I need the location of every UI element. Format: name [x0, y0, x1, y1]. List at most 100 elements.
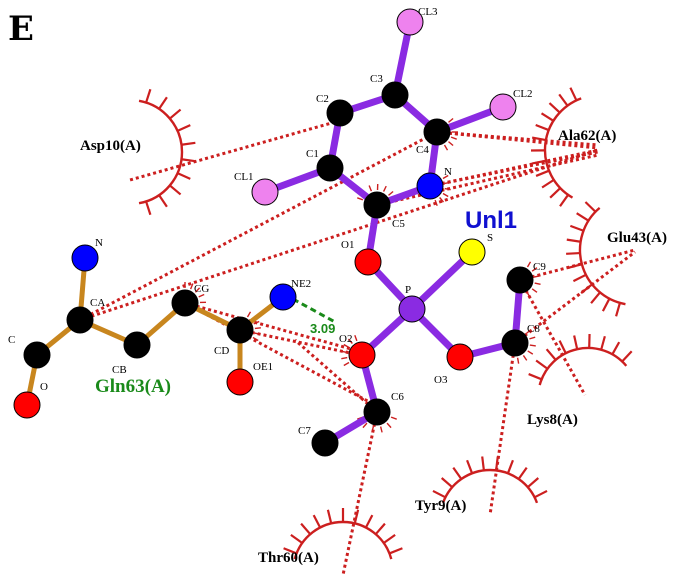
atom-spoke	[531, 267, 538, 272]
arc-spoke	[569, 224, 584, 232]
arc-spoke	[145, 201, 152, 216]
arc-spoke	[169, 184, 182, 196]
atom-cd	[226, 316, 254, 344]
label-thr60: Thr60(A)	[258, 550, 319, 566]
arc-spoke	[576, 212, 590, 222]
atom-spoke	[448, 141, 454, 147]
label-o3: O3	[434, 374, 448, 386]
atom-spoke	[341, 356, 348, 360]
label-lys8: Lys8(A)	[527, 412, 578, 428]
atom-s	[458, 238, 486, 266]
arc-spoke	[506, 459, 514, 474]
arc-spoke	[535, 359, 549, 370]
spokes-c9	[526, 261, 541, 299]
label-ne2: NE2	[291, 278, 311, 290]
label-o1: O1	[341, 239, 354, 251]
label-c9: C9	[533, 261, 546, 273]
contact-line	[518, 279, 587, 396]
atom-spoke	[368, 185, 373, 192]
atom-c7	[311, 429, 339, 457]
arc-spoke	[374, 522, 386, 535]
contact-line	[488, 342, 517, 516]
arc-spoke	[573, 335, 579, 350]
atom-o1	[354, 248, 382, 276]
arc-spoke	[611, 341, 621, 355]
panel-letter: E	[8, 9, 34, 49]
label-c2: C2	[316, 93, 329, 105]
arc-spoke	[540, 112, 554, 122]
arc-spoke	[600, 335, 606, 351]
arc-glu43	[566, 201, 626, 317]
arc-spoke	[364, 514, 374, 529]
arc-spoke	[300, 522, 312, 535]
arc-curve	[441, 468, 539, 504]
label-oe1: OE1	[253, 361, 273, 373]
atom-spoke	[341, 350, 348, 354]
hydrophobic-arcs	[138, 87, 633, 560]
arc-spoke	[566, 251, 581, 255]
bond-p-s	[408, 248, 476, 313]
atom-spoke	[529, 336, 536, 340]
label-cg: CG	[194, 283, 209, 295]
atom-c4	[423, 118, 451, 146]
arc-spoke	[353, 509, 360, 524]
contact-line	[294, 338, 378, 414]
arc-spoke	[531, 136, 547, 142]
arc-tyr9	[432, 456, 548, 504]
arc-spoke	[145, 88, 152, 103]
arc-spoke	[466, 459, 474, 474]
label-c3: C3	[370, 73, 383, 85]
arc-spoke	[158, 96, 168, 110]
atom-spoke	[443, 144, 449, 151]
label-o: O	[40, 381, 48, 393]
arc-spoke	[545, 348, 557, 361]
atom-spoke	[194, 287, 201, 293]
arc-spoke	[621, 350, 633, 363]
atom-spoke	[254, 332, 261, 336]
spokes-c6	[357, 416, 397, 433]
atom-spoke	[343, 361, 350, 367]
label-c5: C5	[392, 218, 405, 230]
hydrogen-bond-line	[292, 297, 336, 324]
arc-spoke	[615, 302, 621, 317]
atom-spoke	[442, 174, 449, 180]
atom-c5	[363, 191, 391, 219]
atom-spoke	[253, 320, 260, 325]
arc-spoke	[452, 466, 463, 480]
label-s: S	[487, 232, 493, 244]
label-cl3: CL3	[418, 6, 438, 18]
atom-spoke	[390, 416, 397, 420]
contact-line	[376, 153, 599, 207]
hydrophobic-contacts	[79, 120, 636, 576]
label-cd: CD	[214, 345, 229, 357]
arc-ala62	[530, 87, 582, 207]
arc-spoke	[532, 159, 547, 165]
ligand-atoms	[251, 8, 534, 457]
contact-line	[514, 250, 636, 345]
atom-spoke	[354, 335, 358, 342]
arc-spoke	[432, 489, 446, 499]
spokes-n	[434, 174, 451, 206]
arc-curve	[138, 99, 184, 205]
atom-spoke	[526, 292, 532, 299]
arc-spoke	[569, 87, 578, 101]
arc-spoke	[535, 123, 550, 132]
atom-o	[13, 391, 41, 419]
arc-curve	[543, 97, 582, 199]
atom-c1	[316, 154, 344, 182]
arc-spoke	[590, 291, 601, 304]
arc-spoke	[527, 477, 540, 489]
arc-curve	[538, 346, 628, 386]
arc-spoke	[535, 169, 550, 177]
arc-spoke	[559, 194, 570, 207]
label-glu43: Glu43(A)	[607, 230, 667, 246]
contact-line	[519, 248, 636, 282]
atom-o2	[348, 341, 376, 369]
atom-n-ligand	[416, 172, 444, 200]
arc-spoke	[169, 108, 182, 120]
label-n: N	[95, 237, 103, 249]
arc-spoke	[440, 477, 453, 489]
contact-line	[436, 130, 599, 150]
contact-line	[79, 130, 438, 322]
